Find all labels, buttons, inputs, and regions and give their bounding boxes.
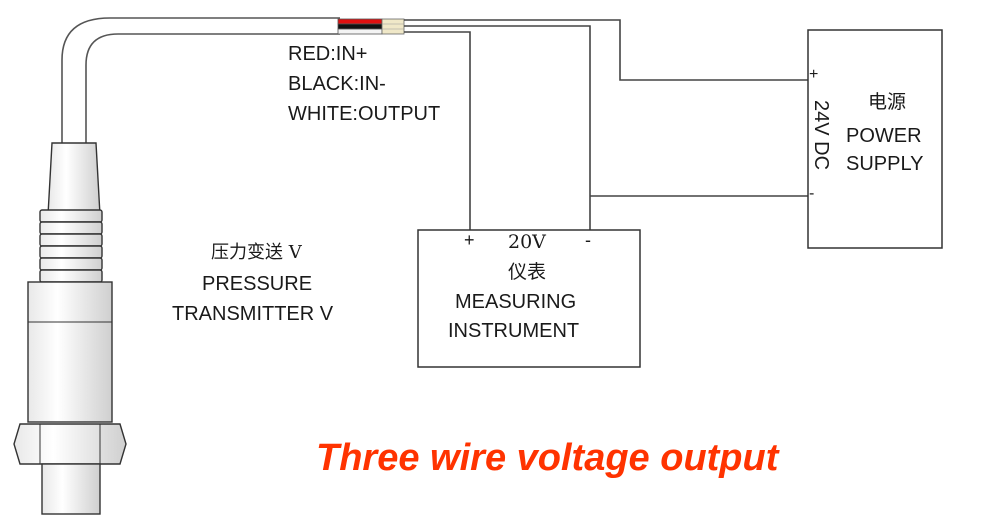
transmitter-labels: 压力变送 V PRESSURE TRANSMITTER V: [172, 242, 334, 325]
pressure-transmitter: [13, 142, 127, 515]
transmitter-cable: [61, 17, 340, 143]
instrument-minus-label: -: [585, 230, 591, 250]
transmitter-body: [27, 281, 113, 423]
transmitter-thread: [41, 463, 101, 515]
instrument-box: [417, 229, 641, 368]
transmitter-label-en-2: TRANSMITTER V: [172, 303, 334, 325]
power-minus-label: -: [809, 185, 814, 202]
instrument-voltage-label: 20V: [508, 231, 546, 253]
wire-legend: RED:IN+ BLACK:IN- WHITE:OUTPUT: [288, 43, 440, 125]
wire-ends: [337, 18, 405, 35]
power-voltage-label: 24V DC: [810, 100, 832, 170]
red-wire-end: [337, 18, 383, 25]
transmitter-label-cn: 压力变送 V: [211, 242, 303, 263]
instrument-label-en-2: INSTRUMENT: [448, 320, 579, 342]
wire-white-to-instrument-plus: [404, 31, 471, 230]
white-wire-end: [337, 28, 383, 35]
transmitter-ribbed-boot: [39, 209, 103, 283]
transmitter-hex-nut: [13, 423, 127, 465]
instrument-label-cn: 仪表: [508, 261, 546, 283]
power-supply: + - 24V DC 电源 POWER SUPPLY: [807, 29, 943, 249]
transmitter-label-en-1: PRESSURE: [202, 273, 312, 295]
circuit-wires: [404, 19, 808, 230]
power-label-en-1: POWER: [846, 125, 922, 147]
power-label-en-2: SUPPLY: [846, 153, 923, 175]
instrument-plus-label: +: [464, 230, 475, 250]
diagram-caption: Three wire voltage output: [316, 437, 780, 479]
legend-white: WHITE:OUTPUT: [288, 103, 440, 125]
wire-red-to-power-plus: [404, 19, 808, 81]
measuring-instrument: + 20V - 仪表 MEASURING INSTRUMENT: [417, 229, 641, 368]
power-label-cn: 电源: [868, 91, 906, 113]
legend-black: BLACK:IN-: [288, 73, 386, 95]
black-wire-end: [337, 23, 383, 30]
power-plus-label: +: [809, 66, 818, 83]
transmitter-cable-gland: [47, 142, 101, 216]
wire-black-to-ground: [404, 25, 591, 230]
instrument-label-en-1: MEASURING: [455, 291, 576, 313]
power-supply-box: [807, 29, 943, 249]
legend-red: RED:IN+: [288, 43, 367, 65]
